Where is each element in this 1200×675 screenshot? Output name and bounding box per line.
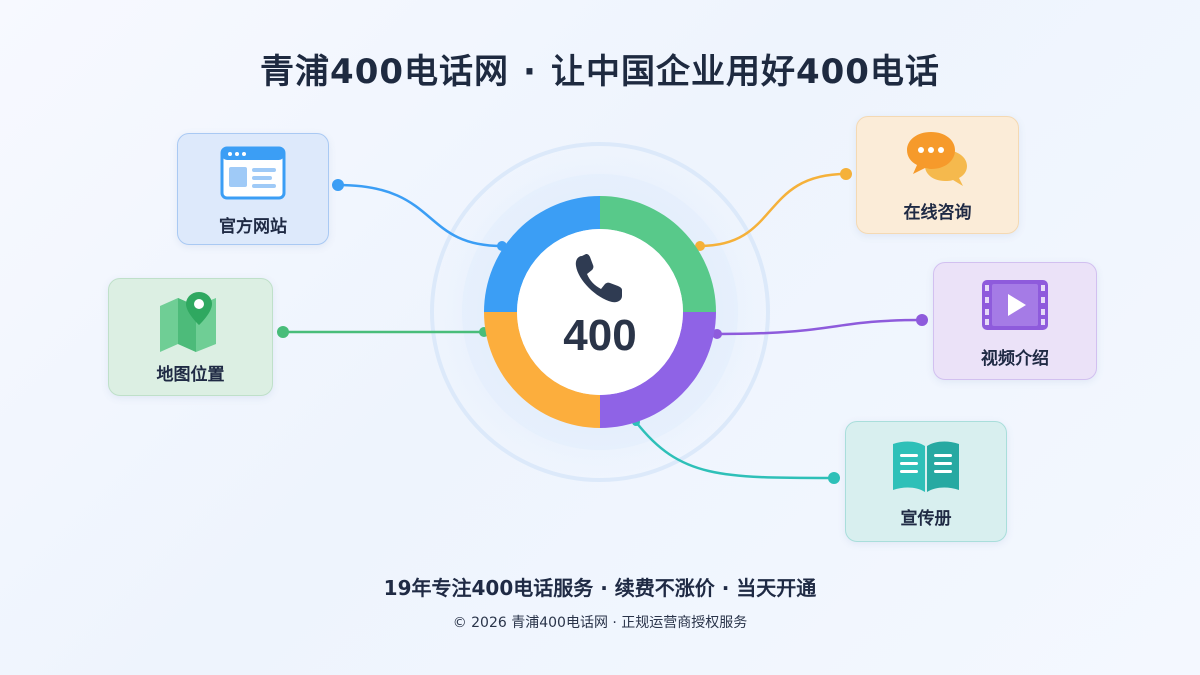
hub-ring-segment-top-left	[484, 196, 600, 312]
node-website[interactable]: 官方网站	[177, 133, 329, 245]
node-map[interactable]: 地图位置	[108, 278, 273, 396]
connector-consult	[699, 172, 847, 248]
node-map-label: 地图位置	[156, 364, 225, 385]
node-video-label: 视频介绍	[981, 348, 1049, 369]
connector-website	[337, 183, 503, 248]
hub-center-disc	[517, 229, 683, 395]
connector-video-dot-end	[916, 314, 928, 326]
chat-bubbles-icon	[906, 131, 967, 186]
title-separator: ·	[523, 52, 537, 92]
hub-ring-segment-bottom-right	[600, 312, 716, 428]
hub-ring-segment-top-right	[600, 196, 716, 312]
connector-consult-dot-end	[840, 168, 852, 180]
connector-website-dot-start	[332, 179, 344, 191]
page-title: 青浦400电话网 · 让中国企业用好400电话	[0, 44, 1200, 93]
node-consult[interactable]: 在线咨询	[856, 116, 1019, 234]
tagline: 19年专注400电话服务 · 续费不涨价 · 当天开通	[383, 576, 817, 600]
node-consult-label: 在线咨询	[903, 202, 972, 223]
map-pin-icon	[159, 291, 216, 352]
title-brand: 青浦400电话网	[260, 52, 510, 92]
footer-copyright: © 2026 青浦400电话网 · 正规运营商授权服务	[452, 615, 748, 631]
video-film-icon	[982, 279, 1048, 330]
hub-halo-ring	[430, 142, 770, 482]
connector-video	[716, 318, 923, 336]
connector-brochure-dot-end	[828, 472, 840, 484]
node-website-label: 官方网站	[219, 216, 287, 237]
node-brochure-label: 宣传册	[900, 509, 952, 529]
connector-video-dot-start	[712, 329, 722, 339]
hub-ring-segment-bottom-left	[484, 312, 600, 428]
title-slogan: 让中国企业用好400电话	[550, 52, 940, 92]
connector-map-dot-start	[277, 326, 289, 338]
node-brochure[interactable]: 宣传册	[845, 421, 1007, 542]
phone-handset-icon	[575, 254, 622, 303]
node-video[interactable]: 视频介绍	[933, 262, 1097, 380]
browser-window-icon	[220, 146, 286, 199]
connector-consult-dot-start	[695, 241, 705, 251]
hub-number: 400	[563, 311, 636, 360]
open-book-icon	[893, 441, 959, 492]
connector-brochure	[635, 421, 835, 480]
hub-ring	[484, 196, 716, 428]
